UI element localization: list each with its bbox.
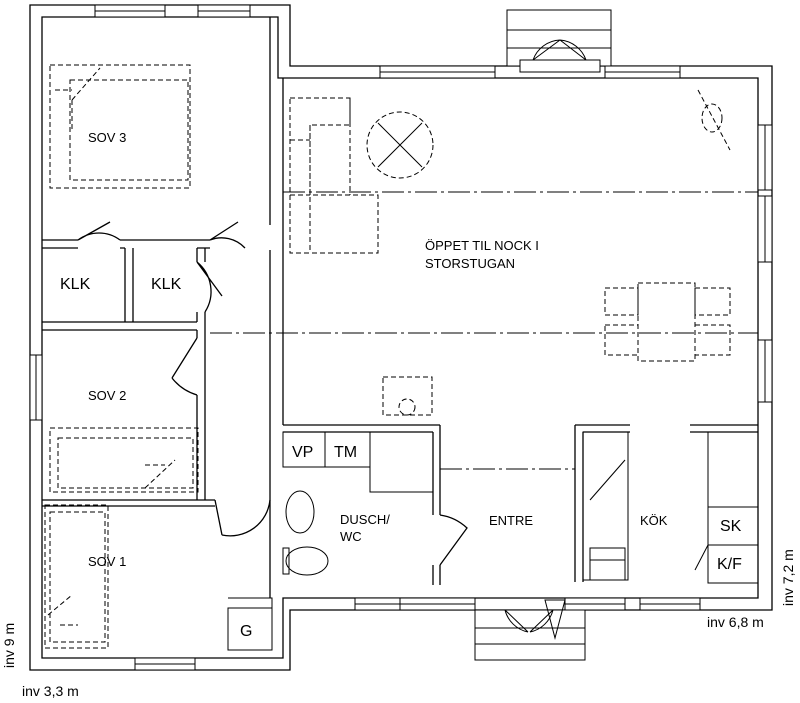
- wall-klk-bottom: [42, 321, 197, 331]
- wall-klk-right: [196, 248, 206, 500]
- label-sov1: SOV 1: [88, 554, 126, 569]
- bed-sov2: [49, 427, 199, 493]
- chair-1: [604, 287, 639, 316]
- door-sov2: [171, 337, 198, 396]
- label-sov3: SOV 3: [88, 130, 126, 145]
- chair-2: [604, 324, 639, 356]
- bed-sov2-inner: [57, 437, 194, 489]
- plant: [701, 103, 723, 133]
- bed-sov3-inner: [69, 79, 189, 181]
- label-storstugan-2: STORSTUGAN: [425, 256, 515, 271]
- kitchen-door-line: [694, 544, 709, 571]
- door-bath: [439, 514, 468, 566]
- kf-box: [707, 544, 759, 584]
- label-klk-right: KLK: [151, 276, 182, 293]
- round-table-cross: [377, 122, 423, 168]
- chair-3: [694, 287, 731, 316]
- label-g: G: [240, 623, 252, 640]
- wall-bath-right: [432, 425, 441, 585]
- bay-window-top: [506, 9, 612, 67]
- label-kf: K/F: [717, 556, 742, 573]
- entry-bay: [474, 609, 586, 661]
- entry-door-arc: [504, 599, 566, 640]
- dimension-bottom-left: inv 3,3 m: [22, 683, 79, 699]
- bed-sov3-fold: [55, 67, 101, 130]
- wall-bath-top: [283, 424, 440, 433]
- door-klk-right: [196, 261, 223, 313]
- wall-sov3-bottom: [42, 239, 210, 249]
- toilet-bowl: [285, 546, 329, 576]
- g-box: [227, 607, 273, 651]
- bed-sov2-fold: [144, 459, 176, 489]
- counter-left-cut: [589, 459, 626, 501]
- outer-wall-outline: [29, 4, 773, 671]
- label-entre: ENTRE: [489, 513, 533, 528]
- g-box-top: [228, 597, 273, 608]
- label-tm: TM: [334, 444, 357, 461]
- stove: [589, 547, 626, 581]
- wall-kitchen-left: [574, 425, 584, 582]
- counter-right: [707, 431, 759, 508]
- label-dusch-2: WC: [340, 529, 362, 544]
- label-sk: SK: [720, 518, 742, 535]
- sofa: [289, 97, 379, 254]
- wall-kitchen-top: [575, 424, 758, 433]
- round-table: [366, 111, 434, 179]
- dimension-left: inv 9 m: [1, 623, 17, 668]
- wall-sov2-sov1: [42, 499, 215, 507]
- bed-sov1-inner: [49, 511, 106, 643]
- bed-sov1-fold: [47, 594, 78, 626]
- dimension-bottom-right: inv 6,8 m: [707, 614, 764, 630]
- vp-tm-box: [282, 431, 371, 468]
- label-vp: VP: [292, 444, 313, 461]
- plant-line: [697, 89, 731, 151]
- door-sov3-corridor: [209, 221, 246, 249]
- bay-window-top-frame: [519, 59, 601, 73]
- toilet-tank: [282, 547, 290, 575]
- dimension-right: inv 7,2 m: [780, 549, 796, 606]
- dining-table: [637, 282, 696, 362]
- label-dusch-1: DUSCH/: [340, 512, 390, 527]
- label-sov2: SOV 2: [88, 388, 126, 403]
- label-storstugan-1: ÖPPET TIL NOCK I: [425, 238, 539, 253]
- label-klk-left: KLK: [60, 276, 91, 293]
- door-sov3-klk: [77, 221, 121, 241]
- chair-4: [694, 324, 731, 356]
- washbasin: [285, 490, 315, 534]
- wall-klk-divider: [124, 248, 134, 322]
- fireplace-stove: [398, 398, 416, 416]
- bay-door-arc: [532, 39, 587, 61]
- label-kok: KÖK: [640, 513, 668, 528]
- bed-sov3: [49, 64, 191, 189]
- inner-wall-outline: [41, 16, 759, 659]
- bed-sov1: [44, 504, 109, 649]
- fireplace: [382, 376, 433, 416]
- shower-box: [369, 467, 433, 493]
- door-sov1: [214, 499, 271, 537]
